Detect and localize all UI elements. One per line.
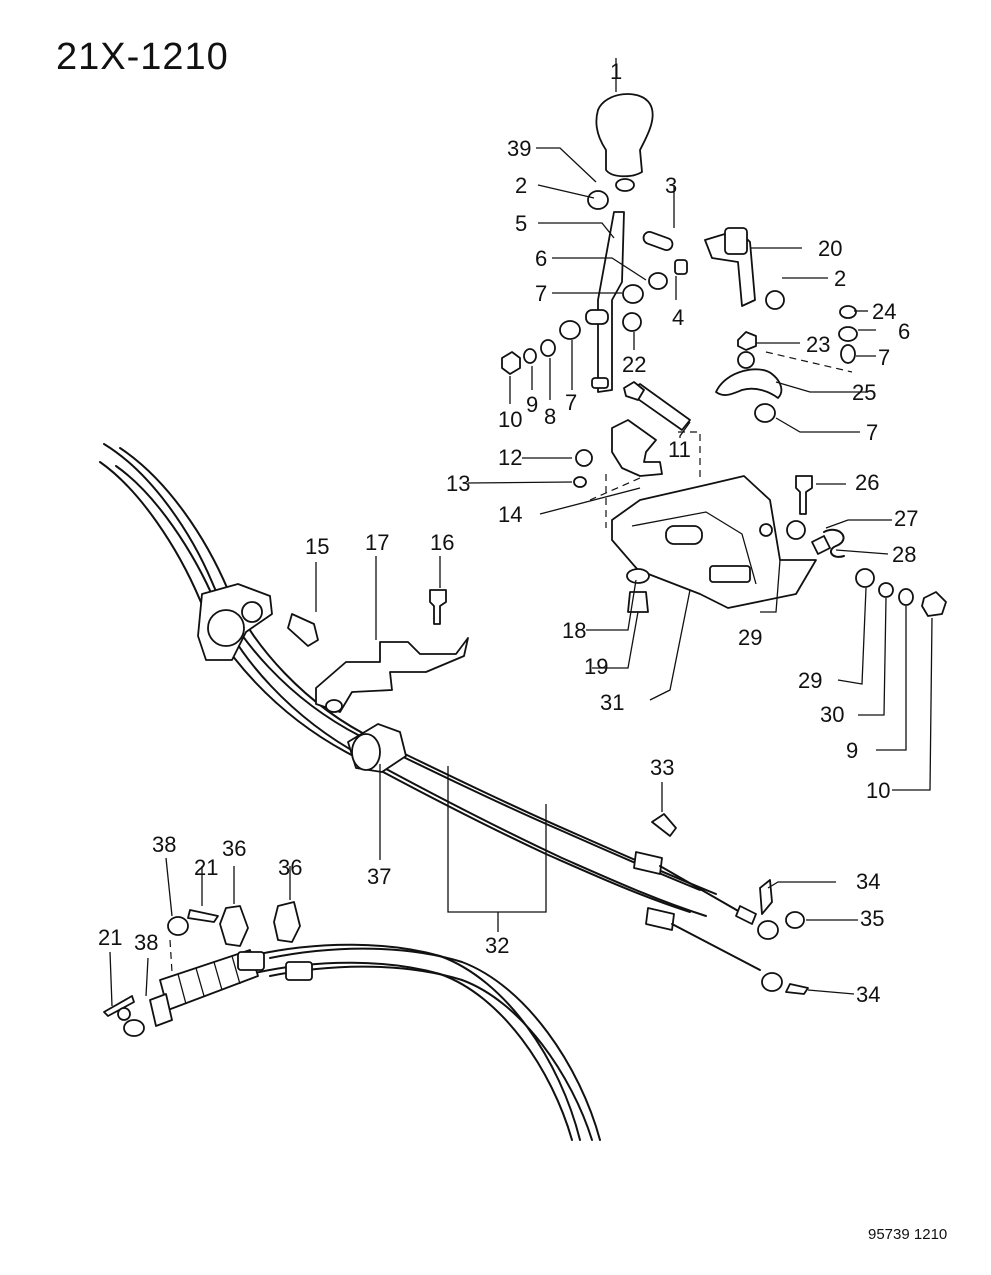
callout-7b: 7 bbox=[878, 345, 890, 370]
callout-1: 1 bbox=[610, 59, 622, 84]
small-bushings-upper bbox=[501, 178, 688, 375]
callout-8: 8 bbox=[544, 404, 556, 429]
callout-11: 11 bbox=[668, 437, 691, 462]
mounting-bolt-and-spring bbox=[795, 475, 845, 558]
callout-34: 34 bbox=[856, 869, 880, 894]
callout-39: 39 bbox=[507, 136, 531, 161]
callout-13: 13 bbox=[446, 471, 470, 496]
callout-labels: 1 39 2 3 5 20 6 4 7 2 24 6 22 23 7 10 9 … bbox=[98, 59, 918, 1007]
callout-17: 17 bbox=[365, 530, 389, 555]
callout-34b: 34 bbox=[856, 982, 880, 1007]
callout-2b: 2 bbox=[834, 266, 846, 291]
callout-10b: 10 bbox=[866, 778, 890, 803]
callout-38: 38 bbox=[152, 832, 176, 857]
callout-3: 3 bbox=[665, 173, 677, 198]
pivot-bolt bbox=[623, 381, 691, 431]
diagram-footer-id: 95739 1210 bbox=[868, 1226, 948, 1243]
callout-9b: 9 bbox=[846, 738, 858, 763]
callout-29b: 29 bbox=[798, 668, 822, 693]
lever-bracket bbox=[573, 419, 663, 488]
callout-2: 2 bbox=[515, 173, 527, 198]
small-bushings-right bbox=[737, 305, 858, 369]
callout-6b: 6 bbox=[898, 319, 910, 344]
callout-4: 4 bbox=[672, 305, 684, 330]
callout-6: 6 bbox=[535, 246, 547, 271]
callout-21b: 21 bbox=[98, 925, 122, 950]
diagram-code: 21X-1210 bbox=[56, 36, 229, 78]
clip-33 bbox=[651, 813, 677, 837]
lower-cable-pair bbox=[249, 943, 601, 1141]
bushing-18-19 bbox=[626, 568, 650, 613]
shift-knob bbox=[595, 93, 654, 178]
callout-38b: 38 bbox=[134, 930, 158, 955]
callout-31: 31 bbox=[600, 690, 624, 715]
callout-26: 26 bbox=[855, 470, 879, 495]
selector-arm bbox=[704, 227, 785, 310]
grommet-37 bbox=[347, 723, 407, 773]
callout-20: 20 bbox=[818, 236, 842, 261]
detent-arm bbox=[715, 368, 783, 423]
callout-7: 7 bbox=[535, 281, 547, 306]
callout-9: 9 bbox=[526, 392, 538, 417]
callout-23: 23 bbox=[806, 332, 830, 357]
callout-36: 36 bbox=[222, 836, 246, 861]
callout-24: 24 bbox=[872, 299, 896, 324]
callout-5: 5 bbox=[515, 211, 527, 236]
callout-7d: 7 bbox=[866, 420, 878, 445]
callout-15: 15 bbox=[305, 534, 329, 559]
callout-27: 27 bbox=[894, 506, 918, 531]
callout-21: 21 bbox=[194, 855, 218, 880]
small-parts-lower-left bbox=[103, 901, 301, 1021]
reference-lines bbox=[169, 351, 853, 973]
cable-end-upper bbox=[633, 851, 779, 940]
callout-14: 14 bbox=[498, 502, 522, 527]
callout-35: 35 bbox=[860, 906, 884, 931]
callout-30: 30 bbox=[820, 702, 844, 727]
cable-bracket-17 bbox=[315, 637, 469, 713]
nut-washer-stack-right bbox=[855, 568, 947, 617]
leader-lines bbox=[109, 58, 933, 1007]
cable-end-fittings-lower bbox=[237, 951, 313, 981]
callout-37: 37 bbox=[367, 864, 391, 889]
callout-22: 22 bbox=[622, 352, 646, 377]
callout-12: 12 bbox=[498, 445, 522, 470]
callout-10: 10 bbox=[498, 407, 522, 432]
bolt-15 bbox=[287, 613, 319, 647]
callout-36b: 36 bbox=[278, 855, 302, 880]
callout-33: 33 bbox=[650, 755, 674, 780]
cable-end-lower bbox=[645, 907, 783, 992]
callout-18: 18 bbox=[562, 618, 586, 643]
cotter-pins-34 bbox=[759, 879, 809, 995]
callout-7c: 7 bbox=[565, 390, 577, 415]
shift-lever bbox=[585, 211, 625, 393]
boot-convolutions bbox=[123, 949, 259, 1037]
callout-29: 29 bbox=[738, 625, 762, 650]
callout-28: 28 bbox=[892, 542, 916, 567]
cable-clamp-upper bbox=[197, 583, 273, 661]
callout-32: 32 bbox=[485, 933, 509, 958]
callout-25: 25 bbox=[852, 380, 876, 405]
callout-16: 16 bbox=[430, 530, 454, 555]
shifter-base bbox=[611, 475, 817, 609]
bolt-16 bbox=[429, 589, 447, 625]
callout-19: 19 bbox=[584, 654, 608, 679]
